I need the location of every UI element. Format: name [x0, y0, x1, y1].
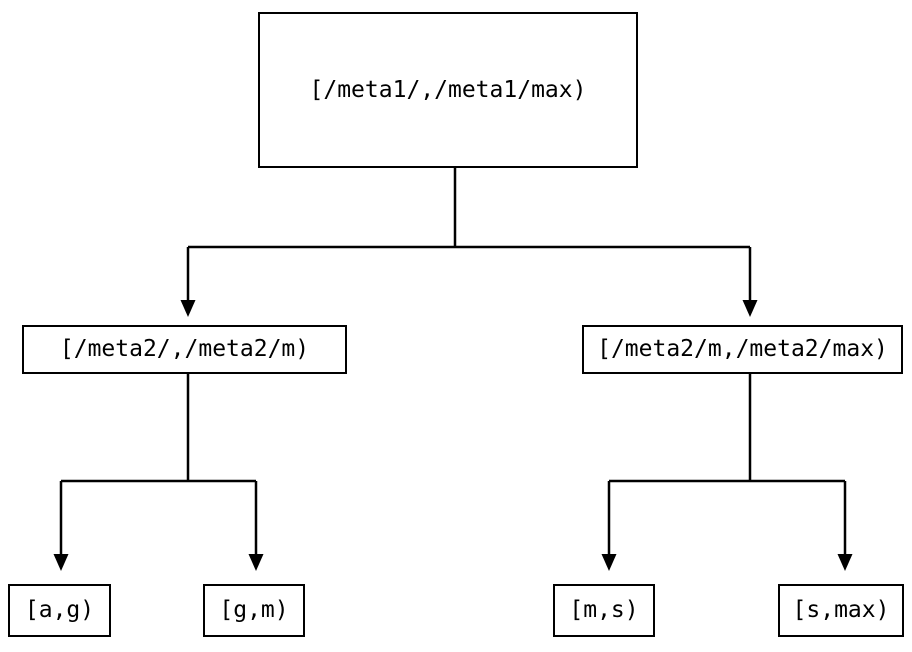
- node-meta2-left-label: [/meta2/,/meta2/m): [59, 336, 310, 362]
- node-leaf-smax-label: [s,max): [792, 597, 890, 623]
- node-meta2-right-label: [/meta2/m,/meta2/max): [597, 336, 888, 362]
- arrowhead-to-meta2-left-icon: [180, 300, 196, 317]
- edge-group-meta2-right: [601, 374, 853, 571]
- arrowhead-to-leaf-smax-icon: [837, 554, 853, 571]
- edge-group-root: [180, 168, 758, 317]
- node-root: [/meta1/,/meta1/max): [258, 12, 638, 168]
- edge-group-meta2-left: [53, 374, 264, 571]
- arrowhead-to-leaf-gm-icon: [248, 554, 264, 571]
- node-leaf-smax: [s,max): [778, 584, 904, 637]
- node-leaf-ms-label: [m,s): [569, 597, 639, 623]
- arrowhead-to-leaf-ag-icon: [53, 554, 69, 571]
- node-meta2-right: [/meta2/m,/meta2/max): [582, 325, 903, 374]
- node-leaf-ag: [a,g): [8, 584, 111, 637]
- node-root-label: [/meta1/,/meta1/max): [309, 76, 587, 103]
- arrowhead-to-meta2-right-icon: [742, 300, 758, 317]
- node-meta2-left: [/meta2/,/meta2/m): [22, 325, 347, 374]
- node-leaf-gm: [g,m): [203, 584, 305, 637]
- node-leaf-gm-label: [g,m): [219, 597, 289, 623]
- node-leaf-ag-label: [a,g): [24, 597, 95, 623]
- node-leaf-ms: [m,s): [553, 584, 655, 637]
- arrowhead-to-leaf-ms-icon: [601, 554, 617, 571]
